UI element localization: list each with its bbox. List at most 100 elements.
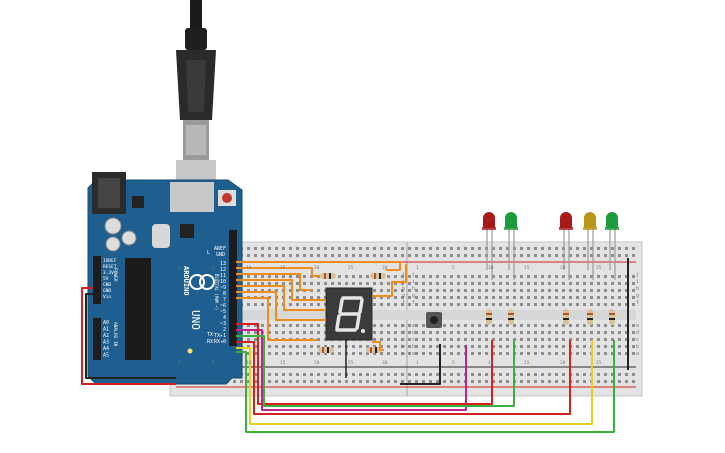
analog-pin-label: A1 [103,327,109,333]
column-number: 25 [348,265,354,271]
push-button[interactable] [426,312,442,328]
digital-pin-label: 13 [220,261,226,267]
usb-port [170,182,214,212]
column-number: 25 [596,360,602,366]
row-letter: b [402,344,405,350]
digital-pin-label: ~3 [220,321,226,327]
resistor-group-display[interactable] [318,273,386,378]
yellow-led[interactable] [583,212,597,280]
led-group [482,212,619,280]
row-letter: b [412,344,415,350]
green-led[interactable] [605,212,619,280]
digital-pin-label: 4 [223,315,226,321]
brand-label: ARDUINO [182,266,190,296]
column-number: 20 [314,265,320,271]
power-pin-label: 5V [103,276,109,282]
digital-pin-label: ~10 [217,279,226,285]
row-letter: h [412,286,415,292]
wire-yellow[interactable] [236,340,593,425]
wire-orange[interactable] [236,267,320,277]
wire-orange[interactable] [372,341,384,351]
digital-pin-label: 2 [223,327,226,333]
on-led-icon [187,348,193,354]
wire-magenta[interactable] [236,329,467,411]
column-number: 1 [178,360,181,366]
wire-orange[interactable] [236,273,312,291]
row-letter: i [636,279,639,285]
wire-black[interactable] [400,344,441,385]
row-letter: h [402,286,405,292]
digital-pin-label: RX◂0 [214,339,226,345]
column-number: 10 [246,360,252,366]
row-letter: b [636,344,639,350]
column-number: 10 [488,360,494,366]
power-pin-label: 3.3V [103,270,114,276]
red-led[interactable] [482,212,496,280]
red-led[interactable] [559,212,573,280]
row-letter: c [402,337,405,343]
model-label: UNO [189,310,202,330]
power-pin-label: IOREF [103,258,117,264]
digital-pin-label: TX▸1 [214,333,226,339]
green-led[interactable] [504,212,518,280]
row-letter: f [636,300,639,306]
row-letter: j [402,272,405,278]
row-letter: h [636,286,639,292]
power-pin-label: Vin [103,294,111,300]
wire-orange[interactable] [236,279,326,301]
column-number: 10 [246,265,252,271]
column-number: 10 [488,265,494,271]
column-number: 5 [452,360,455,366]
wire-black[interactable] [85,293,176,379]
row-letter: d [412,330,415,336]
power-pin-label: GND [103,282,111,288]
column-number: 30 [382,360,388,366]
column-number: 15 [524,265,530,271]
wire-orange[interactable] [236,297,318,341]
row-letter: a [636,351,639,357]
wire-orange[interactable] [236,291,326,321]
digital-pin-label: 12 [220,267,226,273]
power-pin-label: RESET [103,264,117,270]
aref-label: AREF [214,246,226,252]
wire-orange[interactable] [236,261,401,271]
digital-pin-label: ~11 [217,273,226,279]
column-number: 20 [314,360,320,366]
row-letter: j [412,272,415,278]
arduino-uno-board[interactable]: AREF GND L TX RX 1312~11~10~987~6~54~32T… [87,172,243,385]
digital-pin-label: 8 [223,291,226,297]
wire-red[interactable] [81,287,176,385]
column-number: 15 [524,360,530,366]
row-letter: f [402,300,405,306]
digital-pwm-label: DIGITAL (PWM ~) [214,274,219,310]
column-number: 20 [560,360,566,366]
resistor-group-leds[interactable] [486,309,615,325]
wire-red[interactable] [236,340,571,415]
power-header [93,256,101,304]
analog-pin-label: A2 [103,333,109,339]
wire-orange[interactable] [372,264,407,297]
column-number: 25 [348,360,354,366]
analog-in-label: ANALOG IN [112,322,118,347]
tx-label: TX [207,332,213,338]
usb-cable[interactable] [176,0,216,200]
wire-red[interactable] [236,323,493,405]
row-letter: j [636,272,639,278]
atmega-chip [125,258,151,360]
row-letter: d [636,330,639,336]
row-letter: g [402,293,405,299]
gnd-label: GND [216,252,225,258]
wire-green[interactable] [236,335,515,407]
digital-pin-label: 7 [223,297,226,303]
seven-segment-display[interactable] [325,287,373,341]
wire-green[interactable] [236,340,615,433]
column-number: 15 [280,360,286,366]
row-letter: a [412,351,415,357]
wire-orange[interactable] [236,285,326,311]
column-number: 5 [212,265,215,271]
row-letter: c [412,337,415,343]
row-letter: f [412,300,415,306]
column-number: 5 [212,360,215,366]
row-letter: g [636,293,639,299]
